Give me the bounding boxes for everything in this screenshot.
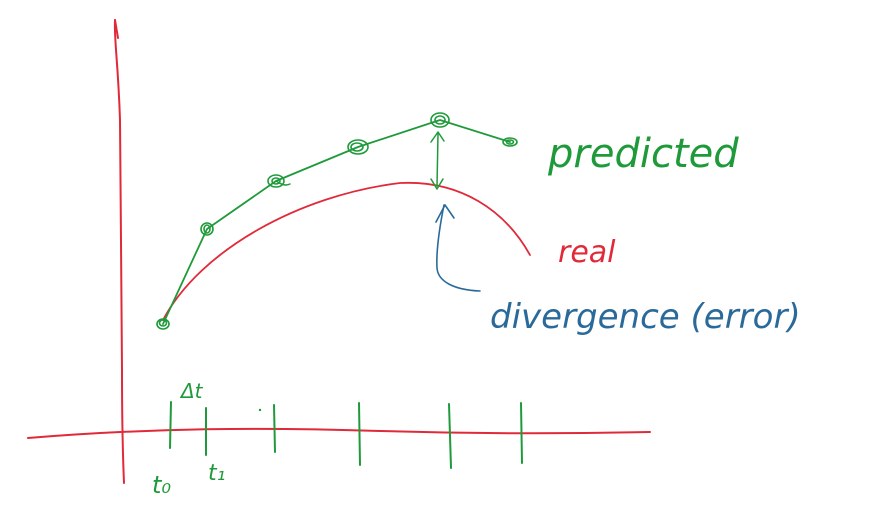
tick-t0 xyxy=(169,401,172,449)
tick-3 xyxy=(273,404,276,453)
predicted-point-0 xyxy=(156,318,170,330)
label-real: real xyxy=(558,235,616,270)
label-t0: t₀ xyxy=(152,471,171,499)
tick-dot xyxy=(258,408,262,412)
predicted-point-1 xyxy=(200,222,214,236)
y-axis xyxy=(113,19,125,484)
tick-4 xyxy=(358,402,361,466)
predicted-points xyxy=(156,112,518,330)
predicted-point-4 xyxy=(430,112,450,128)
tick-6 xyxy=(520,402,523,464)
x-axis xyxy=(27,427,651,439)
divergence-arrow xyxy=(430,131,445,190)
predicted-point-3 xyxy=(347,139,369,155)
label-delta-t: Δt xyxy=(179,379,204,403)
label-predicted: predicted xyxy=(547,131,739,177)
real-curve xyxy=(162,181,531,321)
label-divergence: divergence (error) xyxy=(490,297,801,337)
x-axis-ticks xyxy=(169,401,523,469)
tick-5 xyxy=(448,403,452,469)
predicted-line-flick xyxy=(275,180,291,186)
predicted-line xyxy=(162,119,511,325)
divergence-pointer xyxy=(435,204,481,292)
label-t1: t₁ xyxy=(208,461,225,486)
y-axis-top-tick xyxy=(114,19,119,39)
predicted-point-2 xyxy=(267,174,285,188)
predicted-point-5 xyxy=(502,137,518,147)
